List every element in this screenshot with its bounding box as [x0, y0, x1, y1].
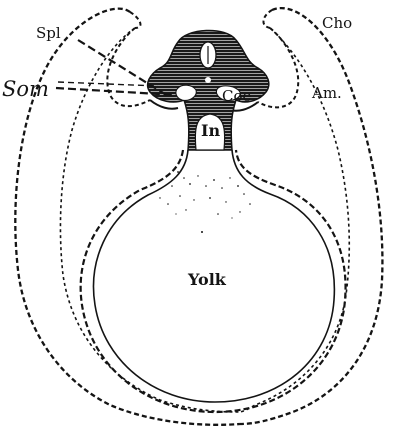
- label-cho: Cho: [322, 14, 352, 32]
- coelom-left: [176, 85, 196, 100]
- label-yolk: Yolk: [187, 270, 227, 289]
- label-am: Am.: [311, 84, 342, 102]
- label-som: Som: [2, 77, 49, 101]
- label-in: In: [201, 121, 220, 140]
- notochord: [205, 77, 211, 83]
- label-spl: Spl: [36, 24, 61, 42]
- label-coe: Coe: [222, 87, 252, 105]
- spl-leader-line: [78, 40, 168, 96]
